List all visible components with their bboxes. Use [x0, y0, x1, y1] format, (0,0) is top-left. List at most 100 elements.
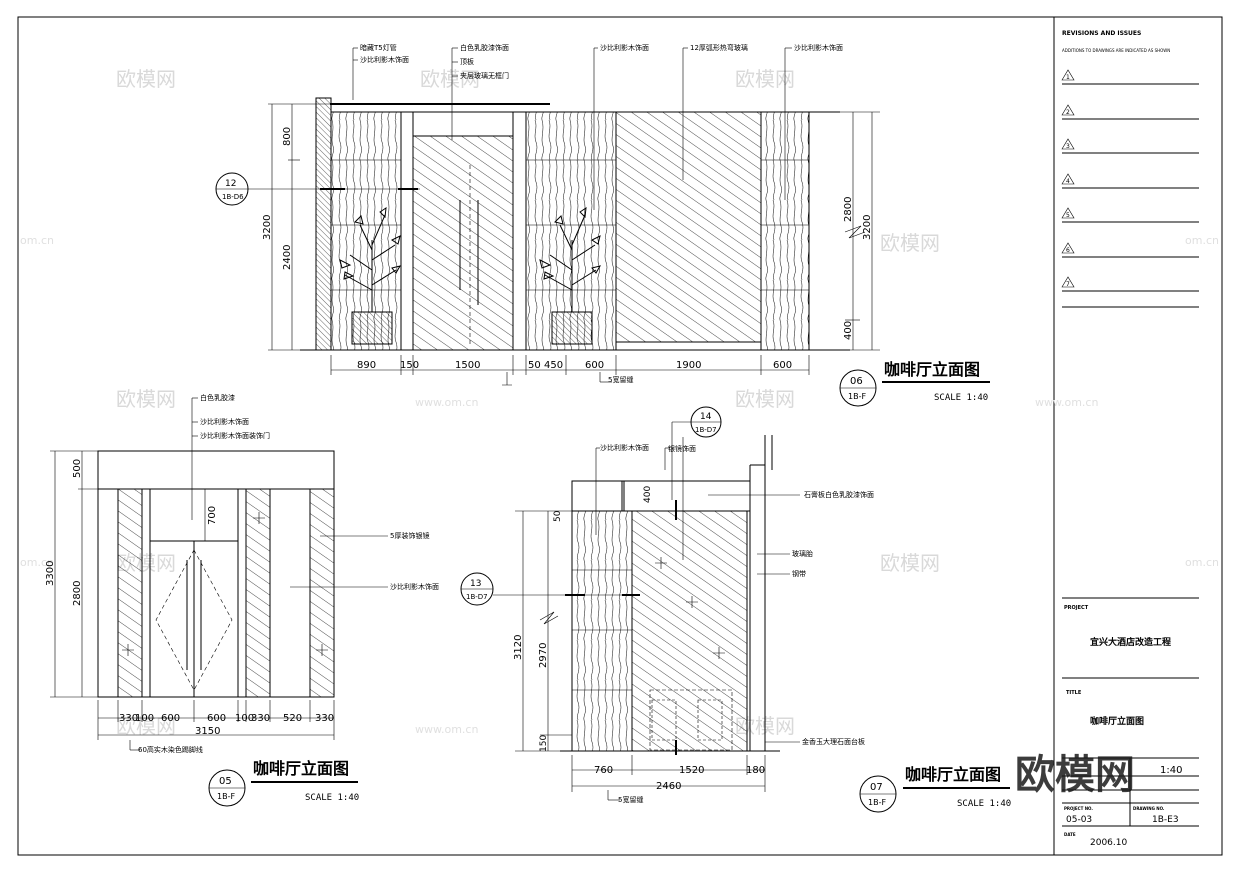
svg-text:欧模网: 欧模网: [880, 231, 940, 255]
svg-text:5: 5: [1066, 212, 1070, 219]
svg-text:夹层玻璃无框门: 夹层玻璃无框门: [460, 71, 509, 80]
svg-text:5宽留缝: 5宽留缝: [608, 375, 633, 384]
svg-text:银镜饰面: 银镜饰面: [668, 444, 696, 453]
svg-text:1:40: 1:40: [1160, 765, 1182, 776]
svg-text:1B-F: 1B-F: [848, 392, 866, 401]
svg-text:50: 50: [553, 510, 563, 522]
svg-text:600: 600: [585, 360, 604, 371]
svg-text:330: 330: [119, 713, 138, 724]
svg-text:REVISIONS AND ISSUES: REVISIONS AND ISSUES: [1062, 30, 1141, 37]
svg-text:DATE: DATE: [1064, 832, 1076, 837]
view-title-05: 咖啡厅立面图: [253, 759, 349, 778]
watermark-logo: 欧模网: [1015, 752, 1135, 798]
svg-text:600: 600: [207, 713, 226, 724]
svg-text:05-03: 05-03: [1066, 815, 1092, 825]
svg-text:150: 150: [539, 735, 549, 752]
svg-text:1900: 1900: [676, 360, 701, 371]
svg-text:沙比利影木饰面: 沙比利影木饰面: [600, 43, 649, 52]
svg-text:沙比利影木饰面: 沙比利影木饰面: [794, 43, 843, 52]
svg-text:om.cn: om.cn: [20, 556, 54, 569]
svg-text:om.cn: om.cn: [1185, 234, 1219, 247]
mirror-panel: [631, 510, 748, 752]
svg-text:100: 100: [235, 713, 254, 724]
svg-text:白色乳胶漆饰面: 白色乳胶漆饰面: [460, 43, 509, 52]
wood-panel: [525, 111, 617, 351]
svg-text:150: 150: [400, 360, 419, 371]
potted-plant: [539, 206, 602, 345]
svg-text:www.om.cn: www.om.cn: [415, 723, 478, 736]
svg-text:欧模网: 欧模网: [735, 387, 795, 411]
svg-text:50: 50: [528, 360, 541, 371]
svg-text:05: 05: [219, 776, 232, 787]
svg-text:ADDITIONS TO DRAWINGS ARE INDI: ADDITIONS TO DRAWINGS ARE INDICATED AS S…: [1062, 48, 1170, 53]
svg-text:石膏板白色乳胶漆饰面: 石膏板白色乳胶漆饰面: [804, 490, 874, 499]
svg-text:700: 700: [207, 506, 218, 525]
svg-text:www.om.cn: www.om.cn: [1035, 396, 1098, 409]
elevation-view-05: 500 2800 3300 700 330 100 600 600 100 33…: [45, 393, 439, 807]
svg-text:咖啡厅立面图: 咖啡厅立面图: [1090, 715, 1144, 727]
view-title-07: 咖啡厅立面图: [905, 765, 1001, 784]
svg-text:玻璃胎: 玻璃胎: [792, 549, 813, 558]
svg-text:顶板: 顶板: [460, 57, 474, 66]
svg-text:60高实木染色踢脚线: 60高实木染色踢脚线: [138, 745, 203, 754]
svg-text:3120: 3120: [513, 635, 524, 660]
view-title-06: 咖啡厅立面图: [884, 360, 980, 379]
svg-text:600: 600: [773, 360, 792, 371]
svg-text:400: 400: [843, 321, 854, 340]
svg-text:欧模网: 欧模网: [116, 387, 176, 411]
svg-text:PROJECT NO.: PROJECT NO.: [1064, 806, 1093, 811]
title-block: REVISIONS AND ISSUES ADDITIONS TO DRAWIN…: [1015, 30, 1199, 848]
section-marker-12: 12 1B-D6: [215, 172, 420, 206]
svg-text:12厚弧形热弯玻璃: 12厚弧形热弯玻璃: [690, 43, 748, 52]
svg-text:2800: 2800: [843, 197, 854, 222]
wall-section: [315, 97, 332, 351]
section-marker-14: 14 1B-D7: [671, 406, 722, 560]
svg-text:12: 12: [225, 179, 236, 189]
svg-text:3200: 3200: [862, 215, 873, 240]
svg-text:450: 450: [544, 360, 563, 371]
svg-text:2006.10: 2006.10: [1090, 838, 1127, 848]
elevation-view-07: 14 1B-D7 400 50 2970 3120 150 760 1520 1…: [460, 406, 1011, 813]
svg-text:890: 890: [357, 360, 376, 371]
svg-text:100: 100: [135, 713, 154, 724]
svg-text:500: 500: [72, 459, 83, 478]
svg-text:800: 800: [282, 127, 293, 146]
svg-text:3200: 3200: [262, 215, 273, 240]
svg-text:2400: 2400: [282, 245, 293, 270]
potted-plant: [339, 206, 402, 345]
svg-text:1B-F: 1B-F: [868, 798, 886, 807]
svg-text:1520: 1520: [679, 765, 704, 776]
svg-text:180: 180: [746, 765, 765, 776]
svg-text:760: 760: [594, 765, 613, 776]
svg-text:沙比利影木饰面: 沙比利影木饰面: [390, 582, 439, 591]
svg-text:4: 4: [1066, 178, 1070, 185]
svg-text:SCALE 1:40: SCALE 1:40: [934, 393, 988, 403]
svg-text:om.cn: om.cn: [1185, 556, 1219, 569]
svg-text:沙比利影木饰面: 沙比利影木饰面: [200, 417, 249, 426]
svg-text:2460: 2460: [656, 781, 681, 792]
svg-text:欧模网: 欧模网: [116, 67, 176, 91]
svg-text:金香玉大理石面台板: 金香玉大理石面台板: [802, 737, 865, 746]
svg-text:PROJECT: PROJECT: [1064, 605, 1089, 611]
svg-text:3300: 3300: [45, 561, 56, 586]
svg-text:1B-F: 1B-F: [217, 792, 235, 801]
svg-text:1B-E3: 1B-E3: [1152, 815, 1179, 825]
outer-border: [17, 16, 1223, 856]
glass-door: [412, 135, 514, 351]
svg-text:暗藏T5灯管: 暗藏T5灯管: [360, 43, 397, 52]
svg-text:1B-D6: 1B-D6: [222, 193, 244, 201]
svg-text:7: 7: [1066, 281, 1070, 288]
svg-text:白色乳胶漆: 白色乳胶漆: [200, 393, 235, 402]
svg-text:07: 07: [870, 782, 883, 793]
svg-text:TITLE: TITLE: [1066, 690, 1082, 696]
svg-text:330: 330: [251, 713, 270, 724]
svg-text:5宽留缝: 5宽留缝: [618, 795, 643, 804]
curved-glass-panel: [615, 111, 762, 343]
svg-text:2: 2: [1066, 109, 1070, 116]
svg-text:3150: 3150: [195, 726, 220, 737]
svg-text:沙比利影木饰面: 沙比利影木饰面: [360, 55, 409, 64]
svg-text:14: 14: [700, 412, 712, 422]
svg-text:3: 3: [1066, 143, 1070, 150]
svg-text:欧模网: 欧模网: [420, 67, 480, 91]
svg-text:1500: 1500: [455, 360, 480, 371]
